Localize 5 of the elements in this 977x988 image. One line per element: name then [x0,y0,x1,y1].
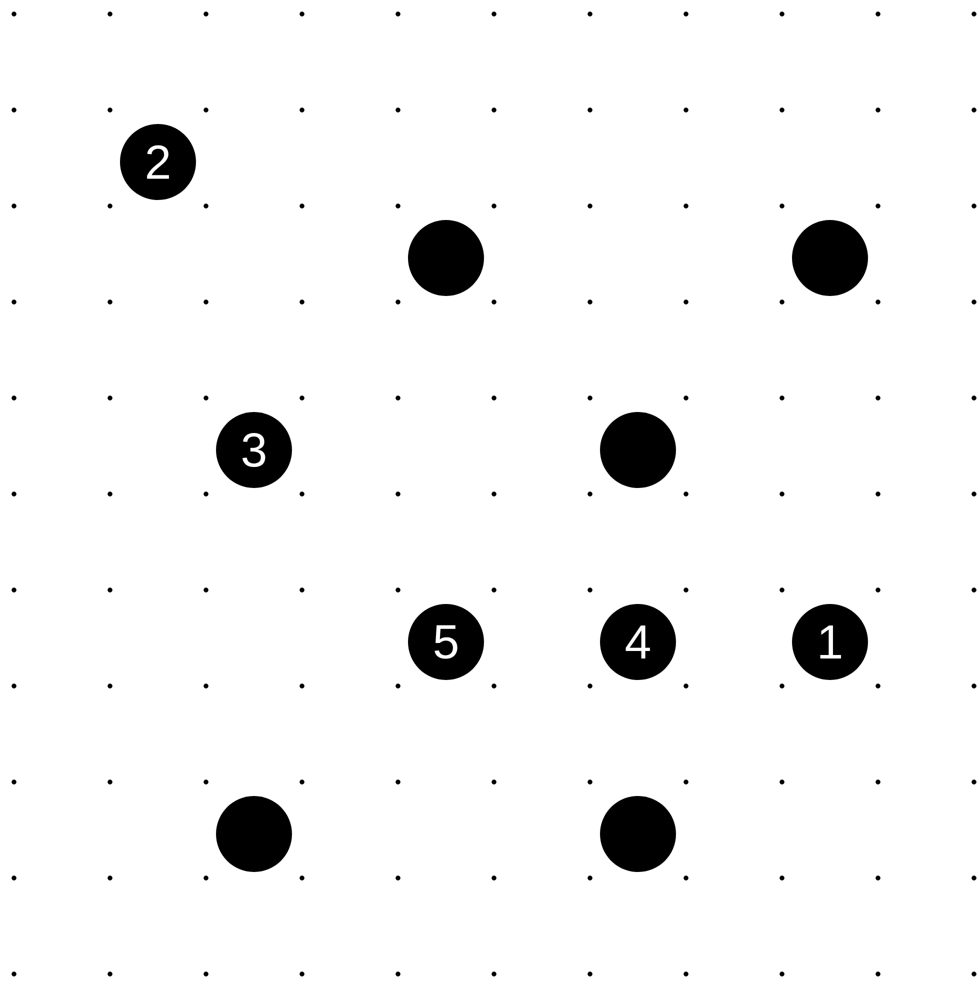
filled-circle [600,796,676,872]
filled-circle [408,220,484,296]
filled-circle [792,220,868,296]
filled-circle [600,412,676,488]
filled-circle [216,796,292,872]
